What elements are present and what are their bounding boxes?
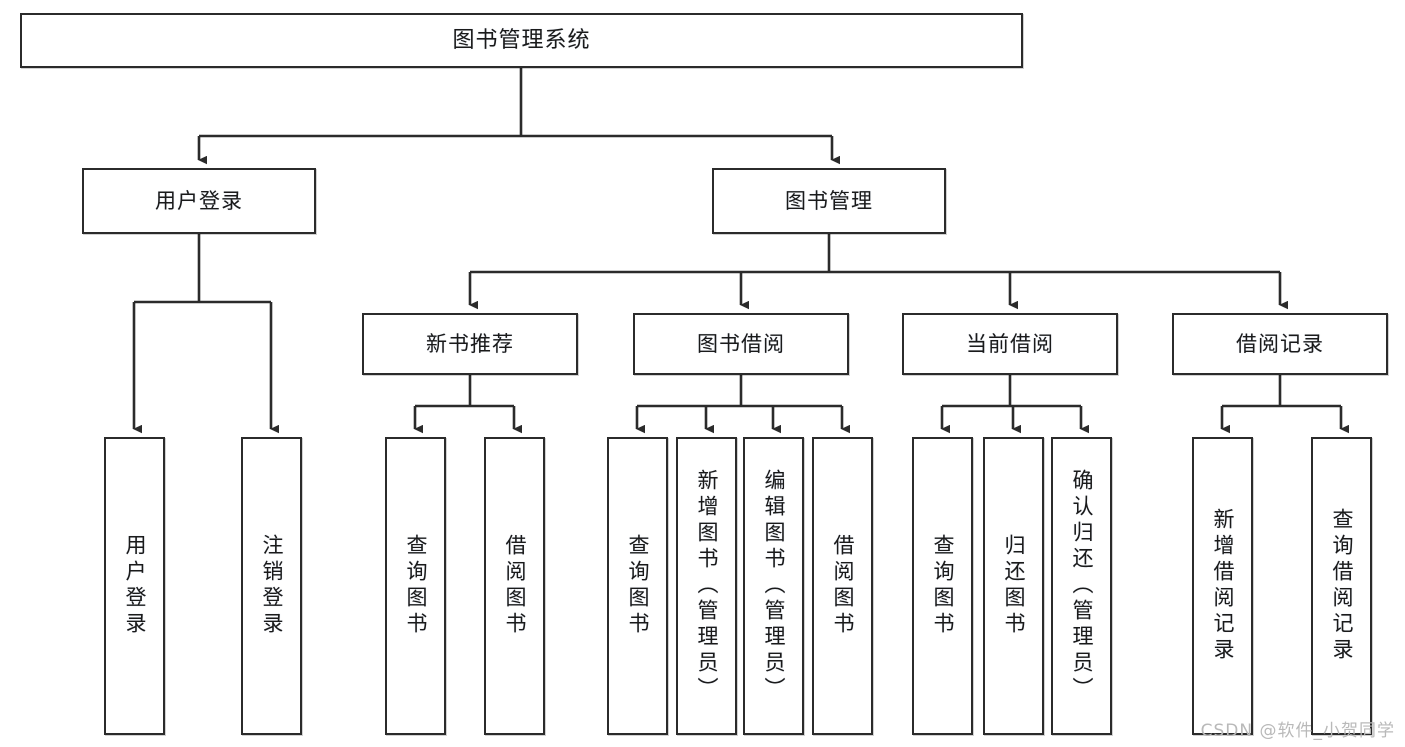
node-borrow-record[interactable]: 借阅记录 [1172,313,1388,375]
node-leaf-user-login-label: 用户登录 [123,534,147,638]
node-book-manage-label: 图书管理 [785,188,873,213]
node-leaf-borrow-book-1[interactable]: 借阅图书 [484,437,545,735]
node-book-borrow[interactable]: 图书借阅 [633,313,849,375]
node-leaf-borrow-book-1-label: 借阅图书 [503,534,527,638]
node-book-manage[interactable]: 图书管理 [712,168,946,234]
node-leaf-borrow-book-2-label: 借阅图书 [831,534,855,638]
node-borrow-record-label: 借阅记录 [1236,331,1324,356]
node-leaf-borrow-book-2[interactable]: 借阅图书 [812,437,873,735]
node-leaf-user-login[interactable]: 用户登录 [104,437,165,735]
node-leaf-query-book-1[interactable]: 查询图书 [385,437,446,735]
node-leaf-logout[interactable]: 注销登录 [241,437,302,735]
watermark-text: CSDN @软件_小贺同学 [1200,721,1395,741]
node-leaf-confirm-return-label: 确认归还（管理员） [1070,469,1094,703]
node-leaf-query-book-3-label: 查询图书 [931,534,955,638]
node-leaf-query-book-2[interactable]: 查询图书 [607,437,668,735]
node-user-login[interactable]: 用户登录 [82,168,316,234]
node-leaf-query-record[interactable]: 查询借阅记录 [1311,437,1372,735]
node-current-borrow[interactable]: 当前借阅 [902,313,1118,375]
node-leaf-add-record[interactable]: 新增借阅记录 [1192,437,1253,735]
node-new-book-recommend-label: 新书推荐 [426,331,514,356]
node-leaf-logout-label: 注销登录 [260,534,284,638]
node-leaf-add-book[interactable]: 新增图书（管理员） [676,437,737,735]
node-leaf-query-book-2-label: 查询图书 [626,534,650,638]
node-leaf-edit-book[interactable]: 编辑图书（管理员） [743,437,804,735]
node-leaf-query-book-1-label: 查询图书 [404,534,428,638]
node-leaf-return-book[interactable]: 归还图书 [983,437,1044,735]
node-leaf-query-book-3[interactable]: 查询图书 [912,437,973,735]
node-new-book-recommend[interactable]: 新书推荐 [362,313,578,375]
node-root-label: 图书管理系统 [452,27,591,53]
node-current-borrow-label: 当前借阅 [966,331,1054,356]
node-leaf-confirm-return[interactable]: 确认归还（管理员） [1051,437,1112,735]
node-user-login-label: 用户登录 [155,188,243,213]
node-leaf-add-record-label: 新增借阅记录 [1211,508,1235,664]
node-book-borrow-label: 图书借阅 [697,331,785,356]
node-leaf-return-book-label: 归还图书 [1002,534,1026,638]
node-leaf-edit-book-label: 编辑图书（管理员） [762,469,786,703]
node-leaf-query-record-label: 查询借阅记录 [1330,508,1354,664]
node-root[interactable]: 图书管理系统 [20,13,1023,68]
node-leaf-add-book-label: 新增图书（管理员） [695,469,719,703]
